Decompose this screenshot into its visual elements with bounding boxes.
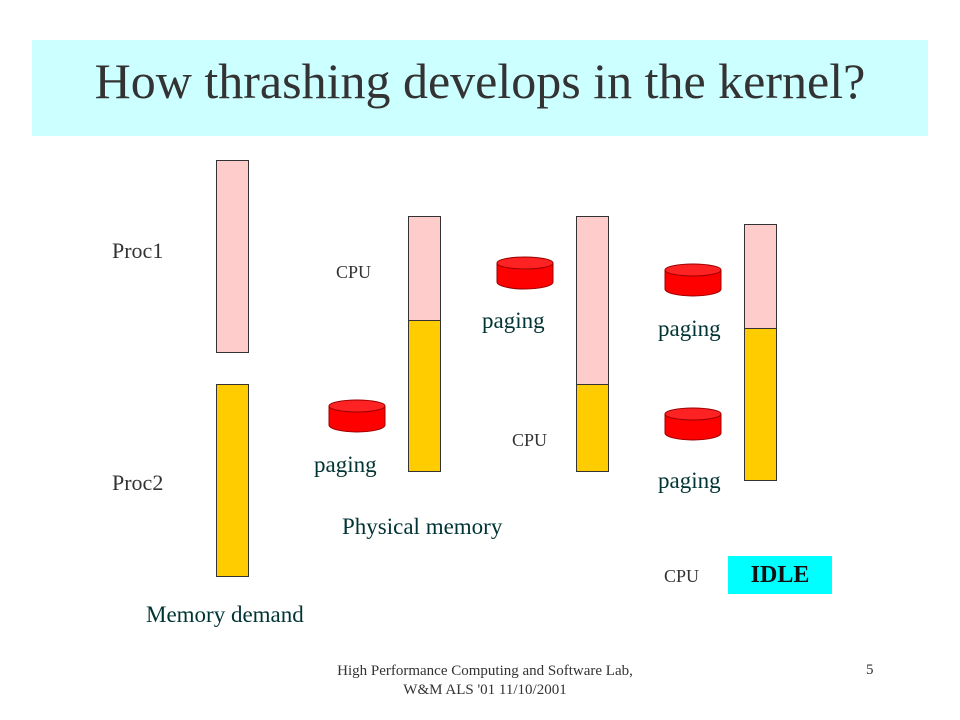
stage2-paging-label: paging <box>482 308 545 333</box>
stage2-cpu-label: CPU <box>512 430 548 450</box>
slide-number: 5 <box>866 662 874 678</box>
stage3-bottom-disk-icon <box>664 407 722 441</box>
stage3-top-paging-label: paging <box>658 316 721 341</box>
stage1-proc1-segment <box>408 216 441 321</box>
cpu-idle-badge: IDLE <box>728 556 832 594</box>
stage1-disk-icon <box>328 399 386 433</box>
proc1-demand-bar <box>216 160 249 353</box>
slide-title: How thrashing develops in the kernel? <box>94 53 866 109</box>
proc1-label: Proc1 <box>112 238 164 263</box>
proc2-demand-bar <box>216 384 249 577</box>
slide-footer: High Performance Computing and Software … <box>337 663 633 698</box>
stage1-proc2-segment <box>408 320 441 472</box>
physical-memory-label: Physical memory <box>342 514 503 539</box>
stage3-cpu-label: CPU <box>664 566 700 586</box>
memory-demand-label: Memory demand <box>146 602 304 627</box>
stage3-bottom-paging-label: paging <box>658 468 721 493</box>
stage3-top-disk-icon <box>664 263 722 297</box>
proc2-label: Proc2 <box>112 470 164 495</box>
stage3-proc1-segment <box>744 224 777 329</box>
title-bar: How thrashing develops in the kernel? <box>32 40 928 136</box>
stage1-paging-label: paging <box>314 452 377 477</box>
stage3-proc2-segment <box>744 328 777 481</box>
stage2-proc1-segment <box>576 216 609 385</box>
stage2-disk-icon <box>496 256 554 290</box>
stage1-cpu-label: CPU <box>336 262 372 282</box>
stage2-proc2-segment <box>576 384 609 472</box>
